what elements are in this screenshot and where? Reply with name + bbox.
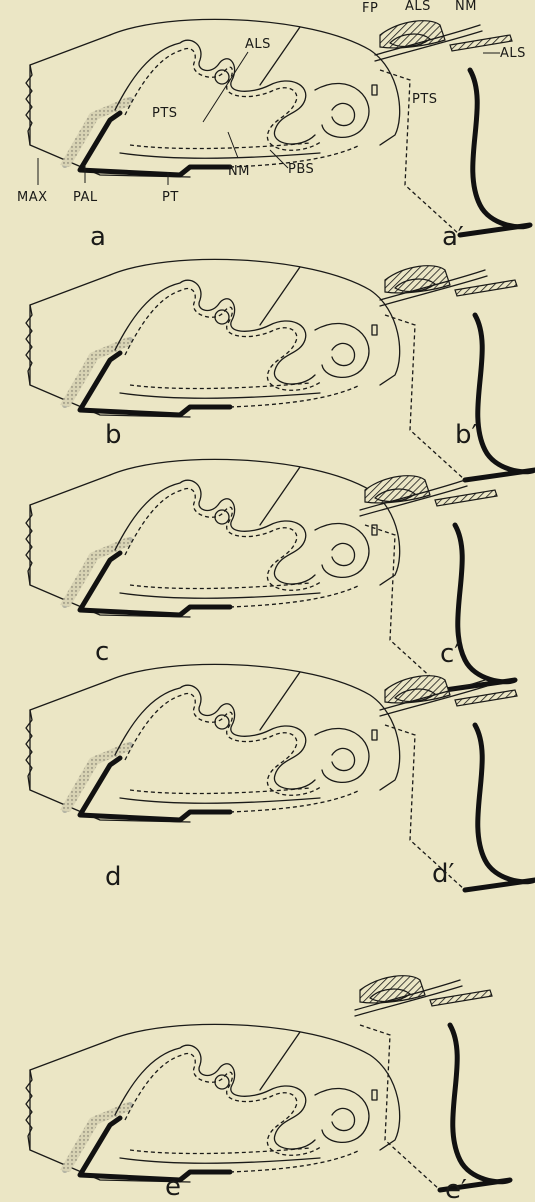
- panel-e-sagittal: [26, 1024, 400, 1182]
- caption-b-prime: b′: [455, 420, 478, 450]
- caption-e-prime: e′: [445, 1175, 467, 1202]
- label-pbs: PBS: [288, 162, 314, 177]
- label-als-prime-right: ALS: [500, 46, 526, 61]
- label-max: MAX: [17, 190, 48, 205]
- label-nm-prime: NM: [455, 0, 477, 14]
- caption-c-prime: c′: [440, 639, 460, 669]
- label-als: ALS: [245, 37, 271, 52]
- panel-e-prime-coronal: [355, 976, 510, 1190]
- caption-c: c: [95, 637, 109, 667]
- panel-b-sagittal: [26, 259, 400, 417]
- panel-d-prime-coronal: [380, 676, 535, 890]
- caption-e: e: [165, 1172, 181, 1202]
- label-pt: PT: [162, 190, 179, 205]
- label-nm: NM: [228, 164, 250, 179]
- caption-a-prime: a′: [442, 222, 464, 252]
- caption-b: b: [105, 420, 122, 450]
- label-pts-prime: PTS: [412, 92, 438, 107]
- caption-d-prime: d′: [432, 859, 455, 889]
- label-als-prime: ALS: [405, 0, 431, 14]
- label-fp: FP: [362, 1, 378, 16]
- panel-a-prime-labels: FP ALS NM ALS PTS: [362, 0, 526, 107]
- panel-a-sagittal: [26, 19, 400, 177]
- caption-d: d: [105, 862, 122, 892]
- label-pal: PAL: [73, 190, 98, 205]
- panel-d-sagittal: [26, 664, 400, 822]
- panel-c-sagittal: [26, 459, 400, 617]
- panel-a-labels: ALS PTS NM PBS MAX PAL PT: [17, 37, 314, 205]
- caption-a: a: [90, 222, 106, 252]
- label-pts: PTS: [152, 106, 178, 121]
